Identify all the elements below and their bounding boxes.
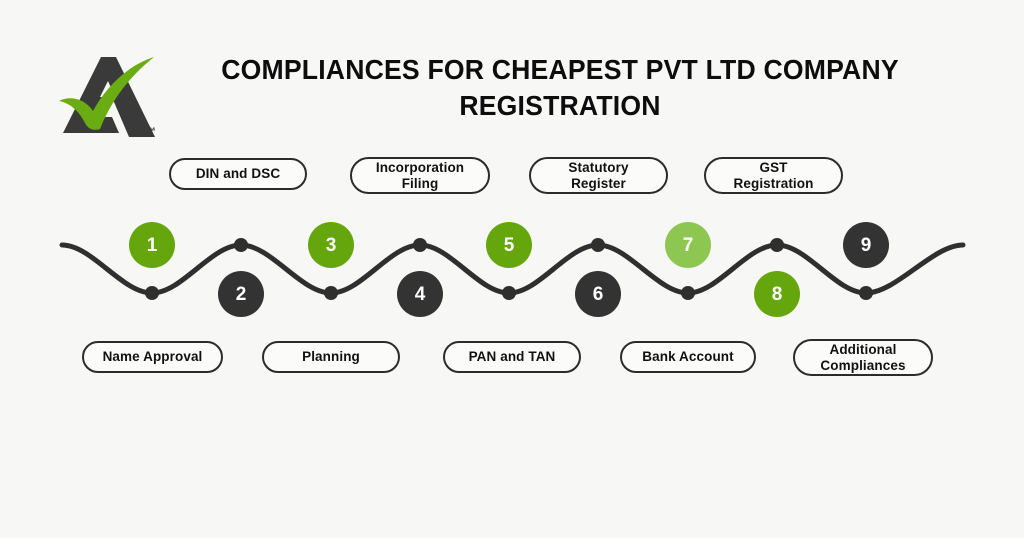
step-label-gst-registration[interactable]: GST Registration: [704, 157, 843, 194]
page-title: COMPLIANCES FOR CHEAPEST PVT LTD COMPANY…: [221, 54, 899, 121]
step-circle-3[interactable]: 3: [308, 222, 354, 268]
step-circle-7[interactable]: 7: [665, 222, 711, 268]
step-number-5: 5: [503, 234, 515, 256]
step-number-1: 1: [146, 234, 158, 256]
trademark-symbol: ™: [145, 126, 156, 138]
step-label-planning[interactable]: Planning: [262, 341, 400, 373]
step-label-additional-compliances[interactable]: Additional Compliances: [793, 339, 933, 376]
step-label-din-and-dsc[interactable]: DIN and DSC: [169, 158, 307, 190]
step-number-2: 2: [235, 283, 247, 305]
step-label-statutory-register[interactable]: Statutory Register: [529, 157, 668, 194]
brand-logo: ™: [55, 55, 167, 141]
step-circle-6[interactable]: 6: [575, 271, 621, 317]
step-number-8: 8: [771, 283, 783, 305]
step-label-bank-account[interactable]: Bank Account: [620, 341, 756, 373]
step-circle-8[interactable]: 8: [754, 271, 800, 317]
step-label-pan-and-tan[interactable]: PAN and TAN: [443, 341, 581, 373]
step-circle-9[interactable]: 9: [843, 222, 889, 268]
step-number-4: 4: [414, 283, 426, 305]
step-circle-2[interactable]: 2: [218, 271, 264, 317]
step-number-3: 3: [325, 234, 337, 256]
step-circle-4[interactable]: 4: [397, 271, 443, 317]
step-circle-1[interactable]: 1: [129, 222, 175, 268]
step-circle-5[interactable]: 5: [486, 222, 532, 268]
step-number-7: 7: [682, 234, 694, 256]
step-label-incorporation-filing[interactable]: Incorporation Filing: [350, 157, 490, 194]
step-label-name-approval[interactable]: Name Approval: [82, 341, 223, 373]
step-number-9: 9: [860, 234, 872, 256]
checkmark-a-logo-icon: ™: [59, 57, 156, 138]
step-number-6: 6: [592, 283, 604, 305]
